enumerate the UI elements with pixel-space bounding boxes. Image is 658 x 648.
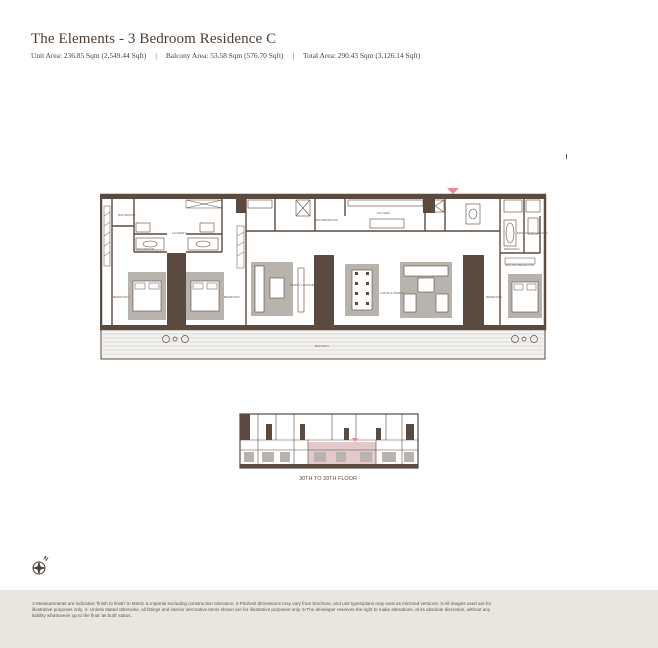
family-lounge: FAMILY LOUNGE bbox=[251, 262, 314, 316]
room-label-kitchen: KITCHEN bbox=[377, 211, 390, 215]
room-label-master-bedroom: MASTER BEDROOM bbox=[505, 263, 534, 267]
floor-plan: BEDROOM BEDROOM BATHROOM BATHROOM LAUNDR… bbox=[100, 188, 548, 360]
separator: | bbox=[292, 51, 294, 60]
room-label-balcony: BALCONY bbox=[315, 344, 329, 348]
unit-area: Unit Area: 236.85 Sqm (2,549.44 Sqft) bbox=[31, 51, 147, 60]
master-bath bbox=[503, 199, 541, 247]
total-area: Total Area: 290.43 Sqm (3,126.14 Sqft) bbox=[302, 51, 421, 60]
interior-walls bbox=[111, 199, 541, 325]
maid-room bbox=[247, 199, 311, 217]
bathroom-fixtures bbox=[135, 222, 219, 251]
key-plan-columns bbox=[240, 414, 418, 468]
disclaimer-text: 1-Measurements are indicative 'finish to… bbox=[32, 601, 492, 619]
balcony-deck-lines bbox=[103, 333, 543, 355]
room-label-dressing: DRESSING bbox=[504, 247, 520, 251]
room-label-bathroom-1: BATHROOM bbox=[118, 213, 136, 217]
balcony-chairs bbox=[162, 335, 538, 343]
room-label-laundry: LAUNDRY bbox=[172, 231, 186, 235]
area-summary: Unit Area: 236.85 Sqm (2,549.44 Sqft) | Ba… bbox=[31, 51, 420, 60]
key-plan-entry-marker bbox=[352, 438, 358, 442]
svg-text:N: N bbox=[42, 556, 49, 563]
page-mark bbox=[566, 154, 567, 159]
dining-area bbox=[345, 264, 379, 316]
entry-marker bbox=[447, 188, 459, 194]
north-arrow-icon: N bbox=[32, 556, 49, 575]
room-label-master-bathroom: MASTER BATHROOM bbox=[517, 231, 548, 235]
room-label-maid-bedroom: MAID BEDROOM bbox=[314, 218, 338, 222]
room-label-family-lounge: FAMILY LOUNGE bbox=[290, 283, 314, 287]
balcony-area: Balcony Area: 53.58 Sqm (576.70 Sqft) bbox=[165, 51, 284, 60]
separator: | bbox=[155, 51, 157, 60]
dressing-wardrobe bbox=[504, 257, 536, 265]
kitchen bbox=[347, 199, 445, 229]
bedroom-1: BEDROOM bbox=[113, 272, 166, 320]
key-plan-walls bbox=[240, 414, 418, 468]
room-label-living-dining: LIVING & DINING bbox=[380, 291, 405, 295]
facade-wall bbox=[101, 325, 545, 329]
footer-disclaimer: 1-Measurements are indicative 'finish to… bbox=[0, 590, 658, 648]
bedroom-2: BEDROOM bbox=[186, 272, 240, 320]
room-label-bedroom-1: BEDROOM bbox=[113, 295, 129, 299]
floor-range-label: 30TH TO 39TH FLOOR bbox=[299, 476, 357, 482]
top-wall bbox=[101, 195, 545, 199]
master-bedroom: BEDROOM bbox=[486, 274, 542, 318]
key-plan bbox=[239, 413, 419, 469]
living-area: LIVING & DINING bbox=[380, 262, 452, 318]
key-plan-furniture bbox=[244, 452, 414, 462]
wardrobes bbox=[103, 199, 245, 269]
room-label-bedroom-3: BEDROOM bbox=[486, 295, 502, 299]
structural-columns bbox=[167, 199, 484, 325]
room-label-bedroom-2: BEDROOM bbox=[224, 295, 240, 299]
room-label-bathroom-2: BATHROOM bbox=[137, 247, 155, 251]
powder-room bbox=[465, 203, 481, 225]
page-title: The Elements - 3 Bedroom Residence C bbox=[31, 31, 277, 47]
